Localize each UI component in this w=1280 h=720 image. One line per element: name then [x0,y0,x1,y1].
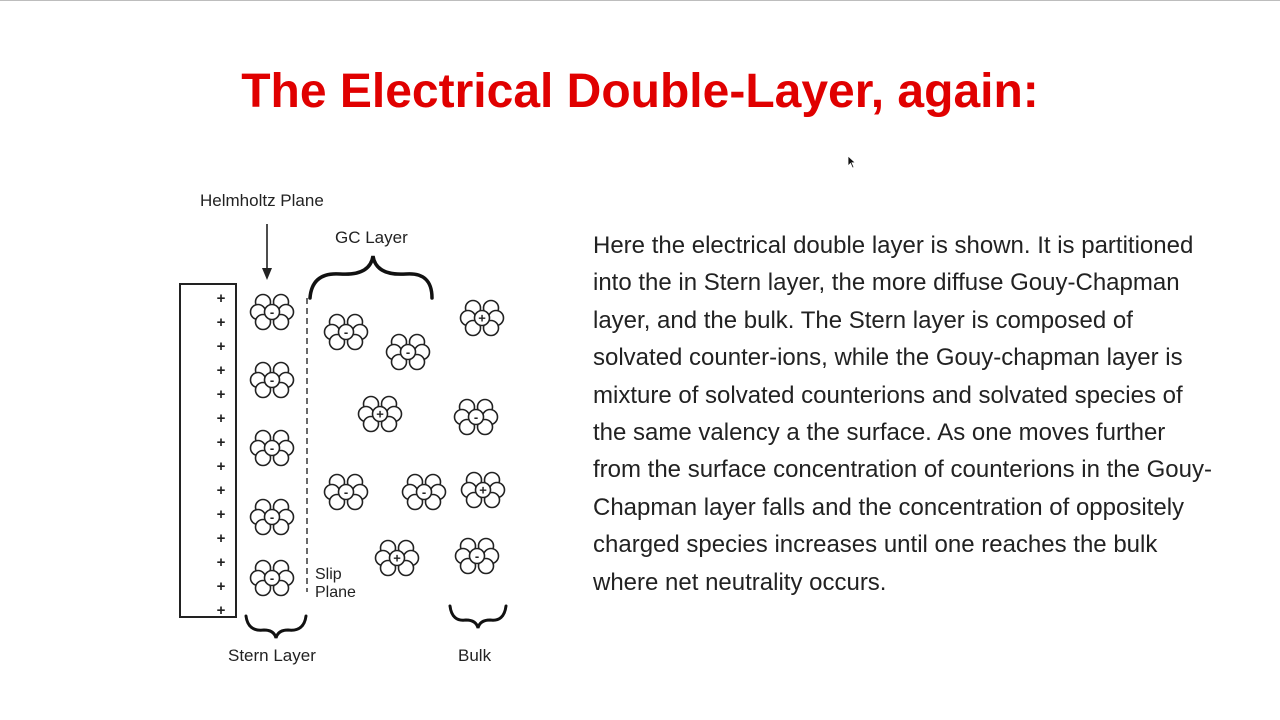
surface-charge-plus: + [217,578,226,595]
solvated-anion: - [453,398,499,436]
surface-charge-plus: + [217,290,226,307]
svg-text:-: - [270,373,274,388]
slip-plane-label-line1: Slip [315,566,342,583]
surface-charge-plus: + [217,410,226,427]
solvated-anion: - [323,473,369,511]
svg-text:-: - [270,305,274,320]
solvated-cation: + [357,395,403,433]
mouse-cursor-icon [847,155,857,169]
solvated-anion: - [249,361,295,399]
surface-charge-plus: + [217,386,226,403]
surface-charge-plus: + [217,506,226,523]
surface-charge-plus: + [217,602,226,619]
surface-charges: + + + + + + + + + + + + + + [217,290,226,619]
svg-text:+: + [479,483,487,498]
solvated-anion: - [249,498,295,536]
helmholtz-arrow [262,224,272,280]
slide-title: The Electrical Double-Layer, again: [241,65,1039,118]
svg-text:-: - [270,571,274,586]
double-layer-diagram: Helmholtz Plane GC Layer ++++++++++++++ … [179,191,508,665]
svg-text:-: - [270,441,274,456]
svg-text:+: + [393,551,401,566]
surface-charge-plus: + [217,554,226,571]
solvated-anion: - [385,333,431,371]
surface-charge-plus: + [217,434,226,451]
svg-text:-: - [475,549,479,564]
solvated-cation: + [460,471,506,509]
surface-charge-plus: + [217,482,226,499]
top-border [0,0,1280,1]
bulk-brace [448,604,508,629]
solvated-anion: - [323,313,369,351]
solvated-ions: - - - - - - - + - - + + - + - [249,293,506,597]
svg-text:-: - [344,325,348,340]
slip-plane-label-line2: Plane [315,584,356,601]
bulk-label: Bulk [458,646,492,665]
surface-charge-plus: + [217,314,226,331]
solvated-anion: - [454,537,500,575]
surface-charge-plus: + [217,362,226,379]
svg-text:+: + [478,311,486,326]
gc-layer-brace [308,255,434,300]
solvated-anion: - [401,473,447,511]
surface-charge-plus: + [217,530,226,547]
surface-charge-plus: + [217,338,226,355]
surface-charge-plus: + [217,458,226,475]
body-text: Here the electrical double layer is show… [593,232,1212,596]
charged-surface [179,283,237,618]
solvated-anion: - [249,559,295,597]
helmholtz-plane-label: Helmholtz Plane [200,191,324,210]
svg-text:-: - [344,485,348,500]
gc-layer-label: GC Layer [335,228,408,247]
solvated-cation: + [459,299,505,337]
stern-layer-brace [244,614,308,639]
svg-text:-: - [270,510,274,525]
solvated-cation: + [374,539,420,577]
svg-text:-: - [474,410,478,425]
stern-layer-label: Stern Layer [228,646,316,665]
svg-text:-: - [406,345,410,360]
svg-text:-: - [422,485,426,500]
solvated-anion: - [249,429,295,467]
solvated-anion: - [249,293,295,331]
svg-text:+: + [376,407,384,422]
